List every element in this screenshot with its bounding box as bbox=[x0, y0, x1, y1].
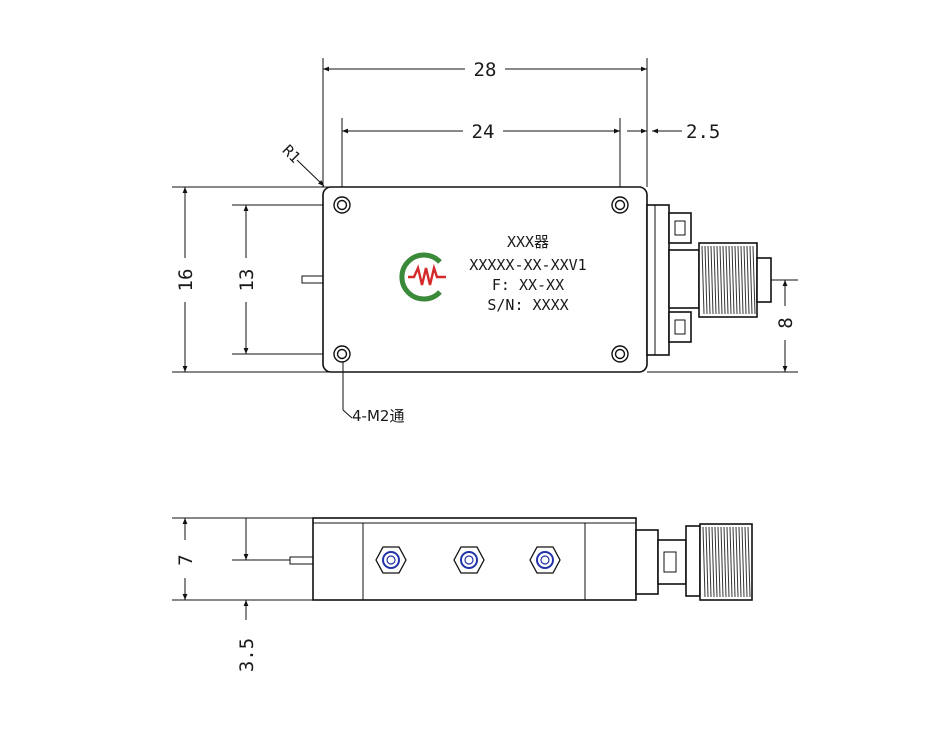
thread-line bbox=[744, 526, 748, 598]
thread-line bbox=[743, 245, 747, 315]
pin-side-view bbox=[289, 556, 314, 565]
thread-line bbox=[708, 526, 712, 598]
thread-line bbox=[705, 526, 709, 598]
dim-connector-offset: 2.5 bbox=[686, 121, 720, 143]
thread-line bbox=[711, 526, 715, 598]
thread-line bbox=[735, 526, 739, 598]
tuning-screw-3 bbox=[529, 546, 561, 574]
connector-flange bbox=[646, 204, 700, 356]
dim-side-thickness: 7 bbox=[175, 554, 197, 565]
thread-line bbox=[710, 245, 714, 315]
thread-line bbox=[719, 245, 723, 315]
thread-line bbox=[723, 526, 727, 598]
top-view: 28 24 2.5 R1 16 13 bbox=[172, 58, 798, 425]
thread-line bbox=[741, 526, 745, 598]
sma-connector-side bbox=[635, 523, 753, 601]
thread-line bbox=[704, 245, 708, 315]
thread-line bbox=[752, 245, 756, 315]
thread-line bbox=[734, 245, 738, 315]
dim-pin-height: 3.5 bbox=[236, 638, 258, 672]
sma-connector-icon bbox=[698, 242, 772, 318]
dim-hole-spacing-x: 24 bbox=[472, 121, 495, 143]
thread-line bbox=[714, 526, 718, 598]
label-serial: S/N: XXXX bbox=[487, 296, 568, 314]
pin-top-view bbox=[301, 275, 324, 284]
tuning-screw-2 bbox=[453, 546, 485, 574]
thread-line bbox=[716, 245, 720, 315]
label-model: XXXXX-XX-XXV1 bbox=[469, 256, 586, 274]
thread-line bbox=[732, 526, 736, 598]
thread-line bbox=[749, 245, 753, 315]
thread-line bbox=[725, 245, 729, 315]
dim-overall-height: 16 bbox=[175, 269, 197, 292]
thread-line bbox=[720, 526, 724, 598]
thread-line bbox=[731, 245, 735, 315]
thread-line bbox=[728, 245, 732, 315]
label-frequency: F: XX-XX bbox=[492, 276, 564, 294]
thread-line bbox=[707, 245, 711, 315]
thread-line bbox=[747, 526, 751, 598]
housing-top-view bbox=[322, 186, 648, 373]
thread-line bbox=[722, 245, 726, 315]
mounting-hole-tl bbox=[333, 196, 351, 214]
thread-line bbox=[729, 526, 733, 598]
callout-mounting-holes: 4-M2通 bbox=[352, 407, 404, 425]
thread-line bbox=[717, 526, 721, 598]
mounting-hole-tr bbox=[611, 196, 629, 214]
dim-connector-height: 8 bbox=[775, 317, 797, 328]
thread-line bbox=[713, 245, 717, 315]
thread-line bbox=[740, 245, 744, 315]
tuning-screw-1 bbox=[375, 546, 407, 574]
company-logo-icon bbox=[399, 252, 446, 302]
thread-line bbox=[702, 526, 706, 598]
mounting-hole-bl bbox=[333, 345, 351, 363]
mounting-hole-br bbox=[611, 345, 629, 363]
side-view: 7 3.5 bbox=[172, 517, 753, 672]
label-name: XXX器 bbox=[507, 233, 549, 251]
thread-line bbox=[746, 245, 750, 315]
dim-overall-width: 28 bbox=[474, 59, 497, 81]
dim-hole-spacing-y: 13 bbox=[236, 269, 258, 292]
thread-line bbox=[726, 526, 730, 598]
thread-line bbox=[738, 526, 742, 598]
thread-line bbox=[737, 245, 741, 315]
housing-side-view bbox=[312, 517, 637, 601]
thread-line bbox=[701, 245, 705, 315]
